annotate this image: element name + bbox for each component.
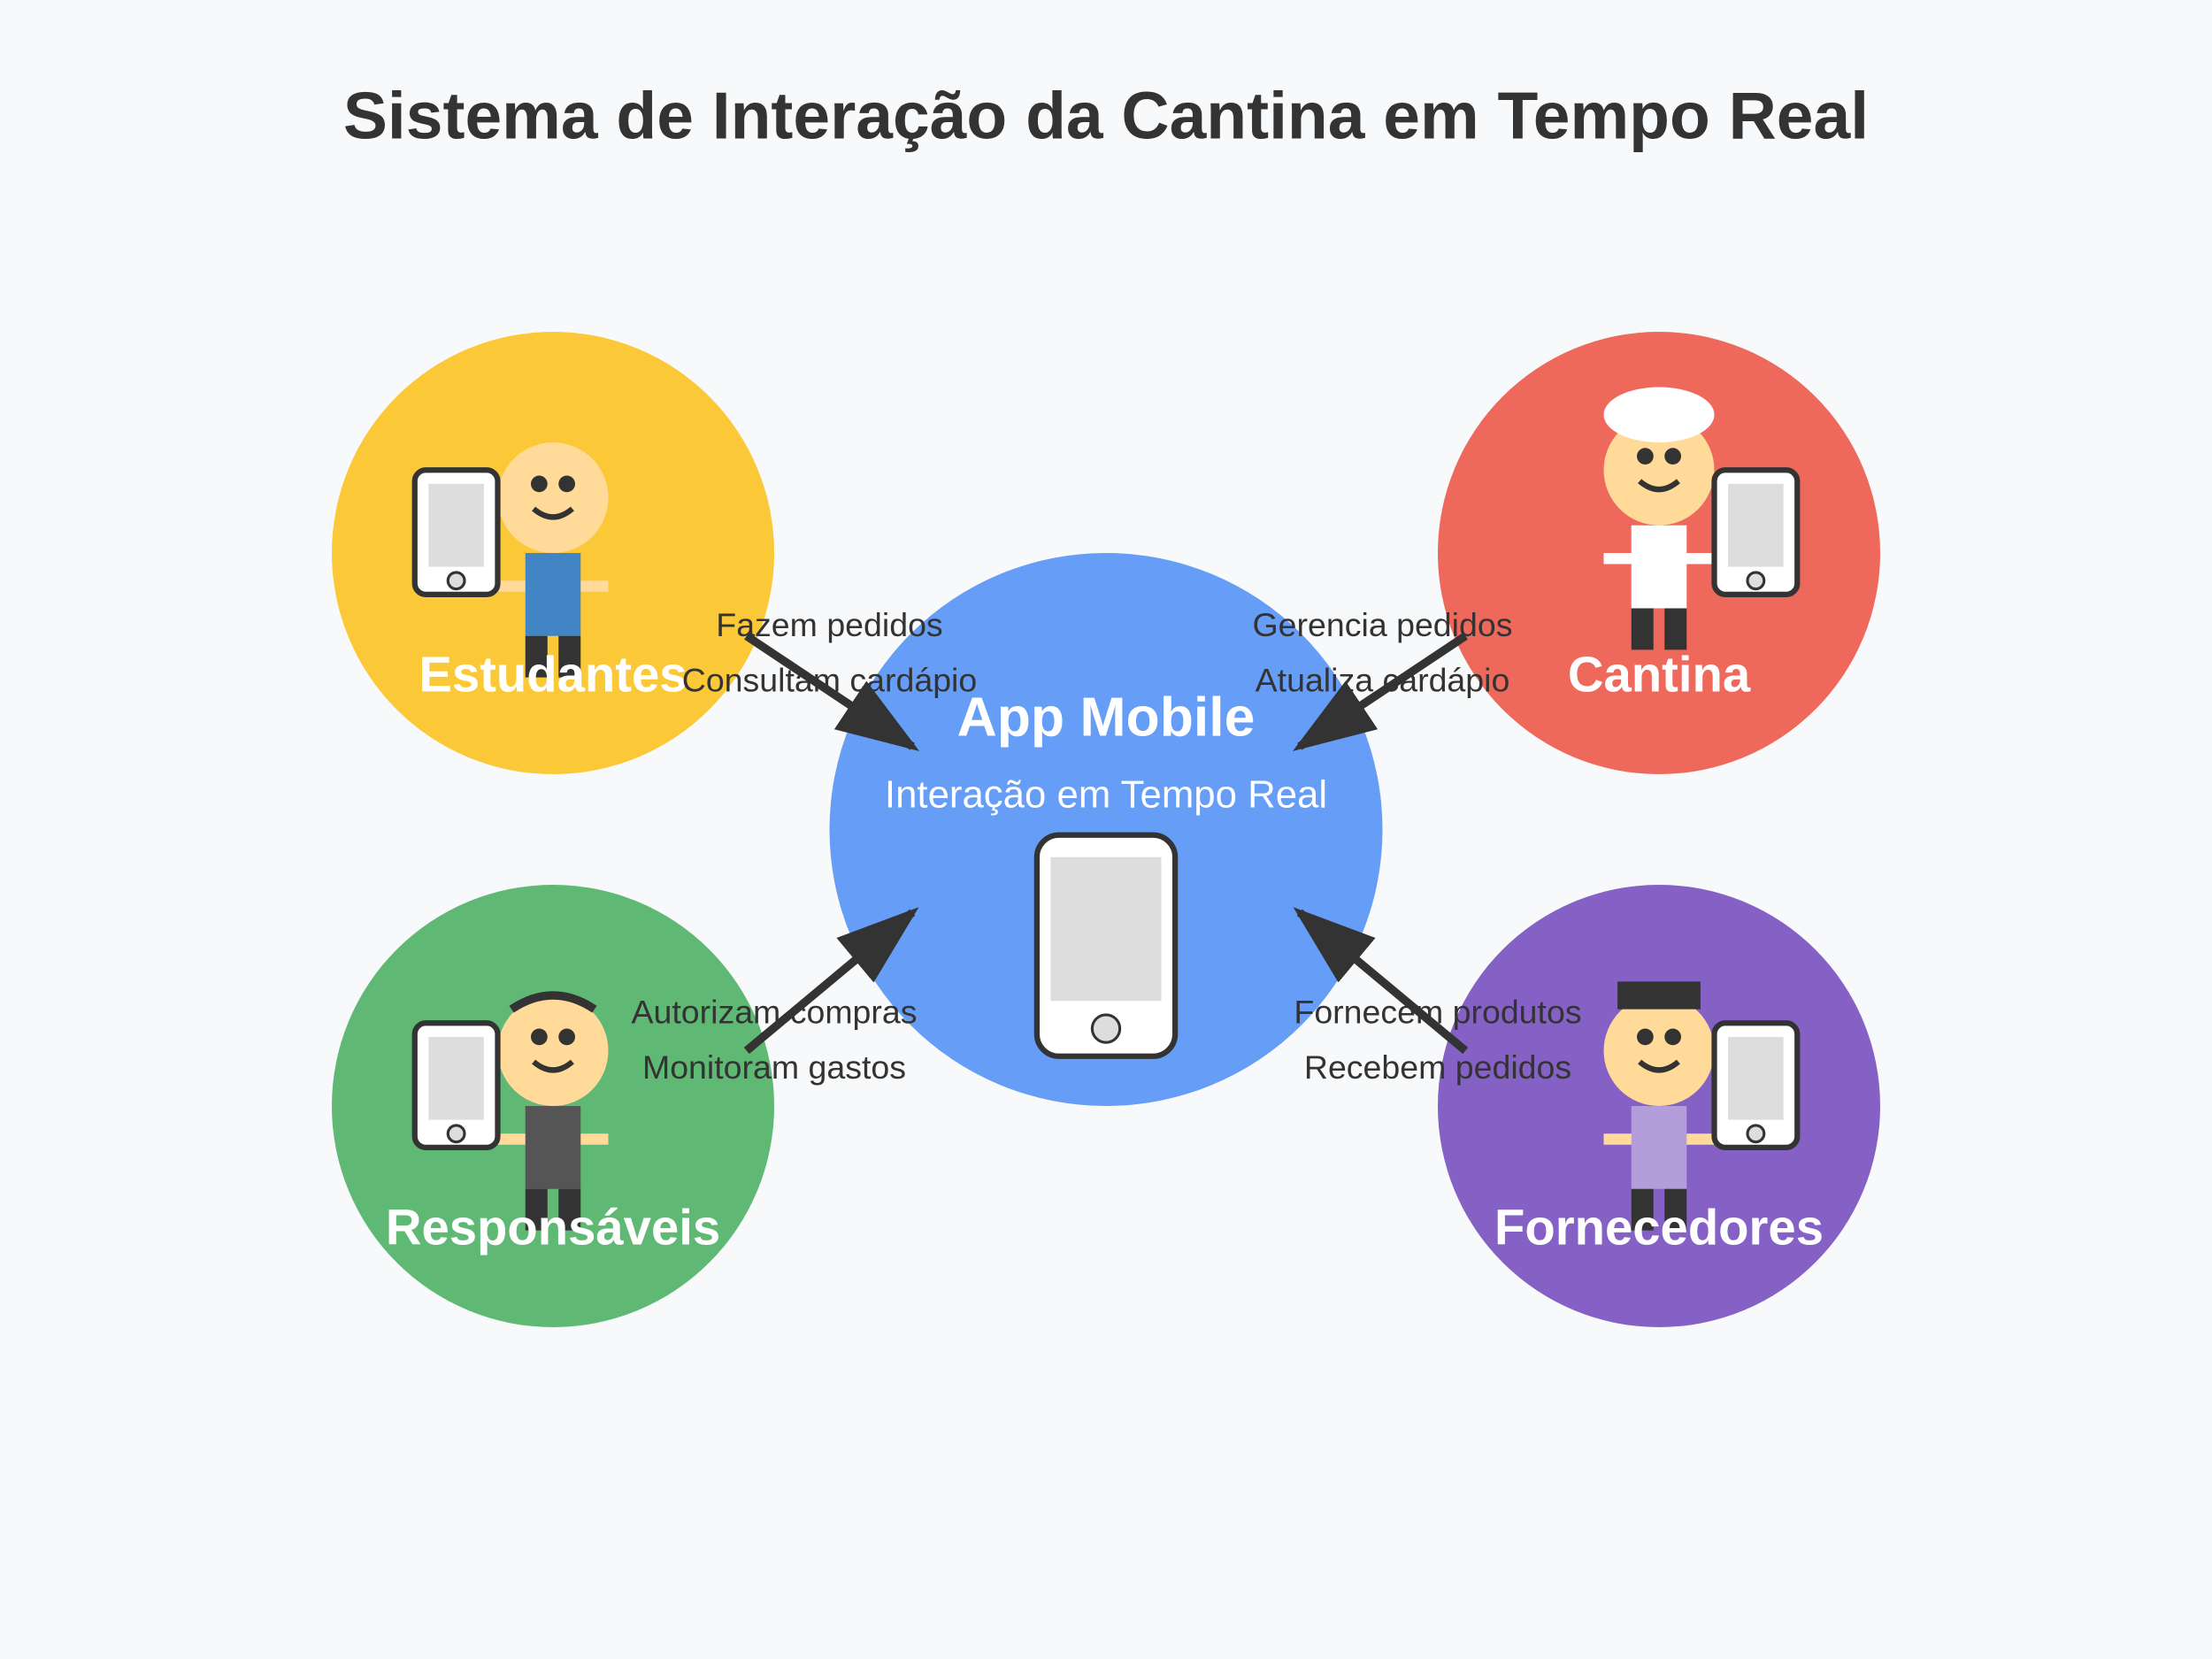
supplier-smartphone-icon [1715,1023,1798,1148]
edge-label: Monitoram gastos [642,1048,906,1086]
cap-icon [1617,981,1701,1010]
suppliers-arrow [1293,907,1469,1055]
student-smartphone-icon [415,470,498,595]
supplier-person-icon [1603,981,1725,1231]
canteen-person-icon [1603,387,1725,650]
canteen-arrow [1292,632,1468,751]
chef-hat-icon [1603,387,1715,442]
center-smartphone-icon [1033,832,1179,1059]
guardian-smartphone-icon [415,1023,498,1148]
edge-label: Recebem pedidos [1304,1048,1571,1086]
guardian-person-icon [487,991,609,1231]
edge-label: Autorizam compras [631,993,917,1030]
canteen-label: Cantina [1568,646,1751,702]
suppliers-label: Fornecedores [1494,1199,1824,1255]
edge-label: Atualiza cardápio [1256,661,1510,698]
mobile-app-node [829,553,1383,1106]
guardians-label: Responsáveis [386,1199,720,1255]
edge-label: Fazem pedidos [716,606,942,643]
edge-label: Gerencia pedidos [1253,606,1513,643]
guardians-arrow [743,907,919,1055]
center-title: App Mobile [957,686,1256,748]
center-subtitle: Interação em Tempo Real [885,772,1327,816]
edge-label: Consultam cardápio [682,661,978,698]
student-person-icon [487,442,609,678]
edge-label: Fornecem produtos [1294,993,1581,1030]
students-arrow [744,632,920,751]
canteen-smartphone-icon [1715,470,1798,595]
students-label: Estudantes [419,646,687,702]
diagram-title: Sistema de Interação da Cantina em Tempo… [343,78,1869,152]
